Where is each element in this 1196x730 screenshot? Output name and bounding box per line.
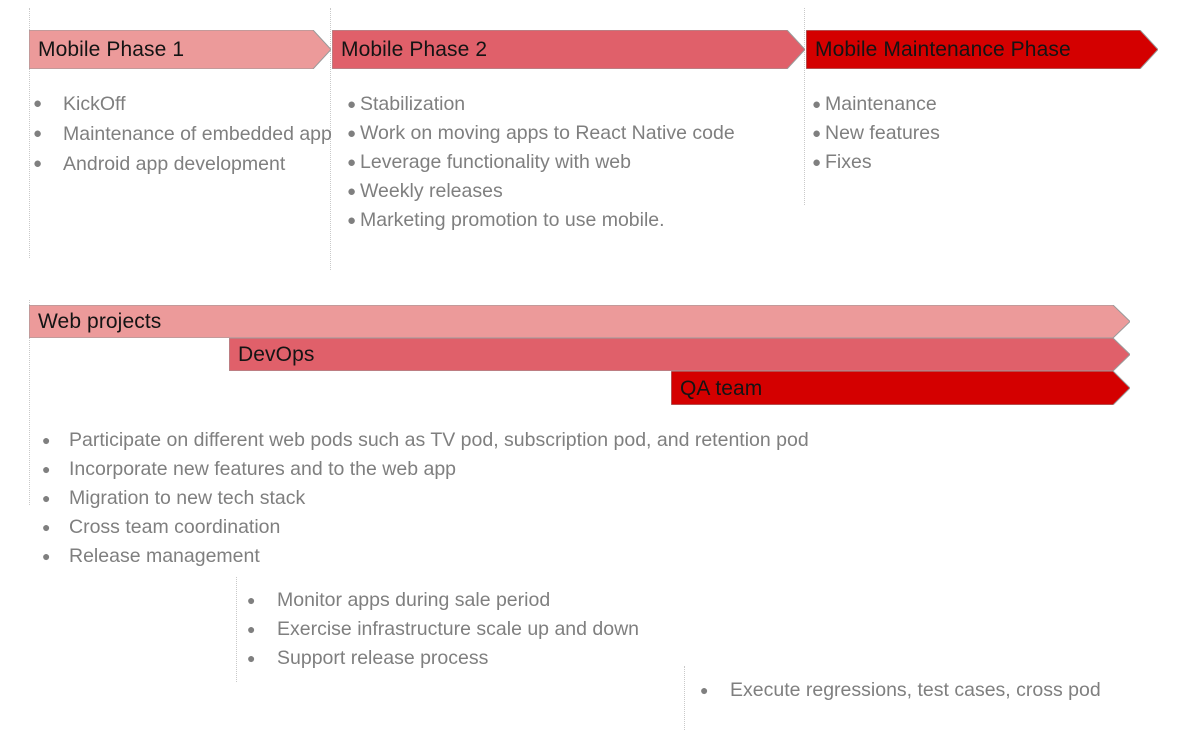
list-item: ● Monitor apps during sale period <box>247 586 767 615</box>
guide-line-devops <box>236 577 237 682</box>
guide-line-phase-3 <box>804 8 805 205</box>
bullet-icon: ● <box>42 519 51 535</box>
list-item-label: Participate on different web pods such a… <box>69 429 809 451</box>
list-item: ● Maintenance of embedded app <box>33 119 333 149</box>
chevron-arrow-shape <box>229 338 1130 371</box>
list-item-label: Migration to new tech stack <box>69 487 306 509</box>
phase-1-bullet-list: ● KickOff ● Maintenance of embedded app … <box>33 89 333 179</box>
phase-banner-mobile-phase-2[interactable]: Mobile Phase 2 <box>332 30 805 69</box>
list-item: ● Release management <box>42 542 1042 571</box>
chevron-arrow-shape <box>806 30 1158 69</box>
list-item: ● Leverage functionality with web <box>347 148 747 177</box>
list-item-label: Monitor apps during sale period <box>277 589 551 611</box>
web-projects-bullet-list: ● Participate on different web pods such… <box>42 426 1042 571</box>
bullet-icon: ● <box>247 650 256 666</box>
bullet-icon: ● <box>812 96 822 113</box>
list-item: ● Weekly releases <box>347 177 747 206</box>
list-item-label: Exercise infrastructure scale up and dow… <box>277 618 640 640</box>
bullet-icon: ● <box>700 682 709 698</box>
track-banner-web-projects[interactable]: Web projects <box>29 305 1130 338</box>
list-item: ● Maintenance <box>812 90 1132 119</box>
list-item: ● Execute regressions, test cases, cross… <box>700 676 1196 705</box>
list-item: ● Stabilization <box>347 90 747 119</box>
list-item: ● Incorporate new features and to the we… <box>42 455 1042 484</box>
list-item: ● New features <box>812 119 1132 148</box>
list-item-label: KickOff <box>63 93 126 115</box>
bullet-icon: ● <box>33 155 43 172</box>
bullet-icon: ● <box>42 461 51 477</box>
list-item-label: Maintenance of embedded app <box>63 123 332 145</box>
phase-3-bullet-list: ● Maintenance ● New features ● Fixes <box>812 90 1132 177</box>
bullet-icon: ● <box>33 95 43 112</box>
list-item: ● Marketing promotion to use mobile. <box>347 206 747 235</box>
list-item: ● Exercise infrastructure scale up and d… <box>247 615 767 644</box>
phase-banner-label: Mobile Phase 1 <box>38 38 185 61</box>
bullet-icon: ● <box>812 125 822 142</box>
bullet-icon: ● <box>42 490 51 506</box>
list-item-label: Maintenance <box>825 93 937 115</box>
list-item-label: Support release process <box>277 647 489 669</box>
phase-banner-label: Mobile Maintenance Phase <box>815 38 1071 61</box>
qa-team-bullet-list: ● Execute regressions, test cases, cross… <box>700 676 1196 705</box>
chevron-arrow-shape <box>332 30 805 69</box>
devops-bullet-list: ● Monitor apps during sale period ● Exer… <box>247 586 767 673</box>
chevron-arrow-shape <box>29 305 1130 338</box>
chevron-arrow-shape <box>671 371 1130 405</box>
list-item-label: Release management <box>69 545 260 567</box>
bullet-icon: ● <box>347 96 357 113</box>
guide-line-phase-2 <box>330 8 331 270</box>
phase-2-bullet-list: ● Stabilization ● Work on moving apps to… <box>347 90 747 235</box>
bullet-icon: ● <box>347 183 357 200</box>
list-item: ● Participate on different web pods such… <box>42 426 1042 455</box>
list-item: ● Support release process <box>247 644 767 673</box>
list-item-label: Weekly releases <box>360 180 503 202</box>
bullet-icon: ● <box>347 125 357 142</box>
list-item-label: Marketing promotion to use mobile. <box>360 209 665 231</box>
guide-line-phase-1 <box>29 8 30 258</box>
list-item: ● Fixes <box>812 148 1132 177</box>
list-item-label: Android app development <box>63 153 286 175</box>
bullet-icon: ● <box>42 548 51 564</box>
bullet-icon: ● <box>347 212 357 229</box>
phase-banner-label: Mobile Phase 2 <box>341 38 488 61</box>
list-item: ● KickOff <box>33 89 333 119</box>
bullet-icon: ● <box>347 154 357 171</box>
bullet-icon: ● <box>33 125 43 142</box>
list-item-label: New features <box>825 122 940 144</box>
list-item-label: Stabilization <box>360 93 466 115</box>
track-banner-devops[interactable]: DevOps <box>229 338 1130 371</box>
bullet-icon: ● <box>247 621 256 637</box>
track-banner-label: DevOps <box>238 343 315 366</box>
bullet-icon: ● <box>812 154 822 171</box>
list-item: ● Migration to new tech stack <box>42 484 1042 513</box>
list-item-label: Incorporate new features and to the web … <box>69 458 457 480</box>
track-banner-label: QA team <box>680 376 763 400</box>
list-item: ● Android app development <box>33 149 333 179</box>
bullet-icon: ● <box>247 592 256 608</box>
list-item-label: Cross team coordination <box>69 516 281 538</box>
track-banner-label: Web projects <box>38 310 162 333</box>
phase-banner-mobile-maintenance-phase[interactable]: Mobile Maintenance Phase <box>806 30 1158 69</box>
guide-line-web-projects <box>29 300 30 505</box>
list-item: ● Work on moving apps to React Native co… <box>347 119 747 148</box>
list-item: ● Cross team coordination <box>42 513 1042 542</box>
chevron-arrow-shape <box>29 30 331 69</box>
list-item-label: Work on moving apps to React Native code <box>360 122 735 144</box>
list-item-label: Fixes <box>825 151 872 173</box>
track-banner-qa-team[interactable]: QA team <box>671 371 1130 405</box>
bullet-icon: ● <box>42 432 51 448</box>
list-item-label: Execute regressions, test cases, cross p… <box>730 679 1101 701</box>
list-item-label: Leverage functionality with web <box>360 151 631 173</box>
guide-line-qa-team <box>684 666 685 730</box>
phase-banner-mobile-phase-1[interactable]: Mobile Phase 1 <box>29 30 331 69</box>
